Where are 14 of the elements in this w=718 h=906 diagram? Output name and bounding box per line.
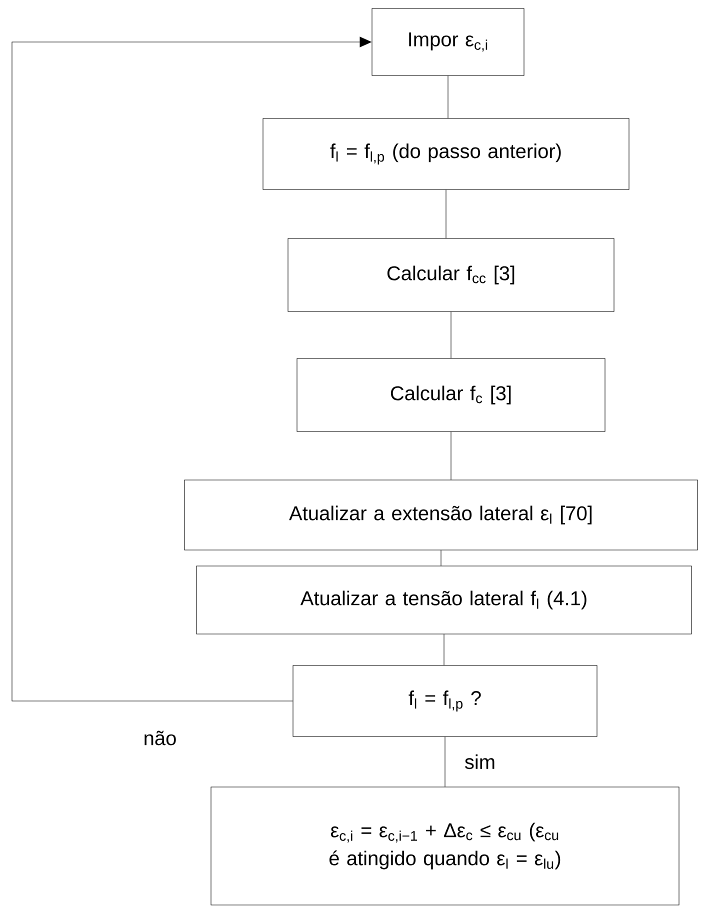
process-box: f$_{l}$ = f$_{l,p}$ ? bbox=[292, 665, 598, 737]
process-box: f$_{l}$ = f$_{l,p}$ (do passo anterior) bbox=[262, 118, 630, 190]
edge-label: sim bbox=[463, 753, 497, 770]
process-box: Calcular f$_{cc}$ [3] bbox=[288, 238, 614, 312]
process-box: Calcular f$_{c}$ [3] bbox=[296, 358, 606, 432]
edge-label: não bbox=[142, 729, 178, 747]
process-box: Atualizar a extensão lateral ε$_{l}$ [70] bbox=[184, 480, 698, 550]
connector bbox=[444, 736, 446, 787]
connector bbox=[450, 432, 452, 480]
process-box: Atualizar a tensão lateral f$_{l}$ (4.1) bbox=[196, 566, 692, 634]
connector bbox=[450, 312, 452, 358]
connector bbox=[440, 550, 442, 566]
process-box: Impor ε$_{c,i}$ bbox=[372, 8, 524, 76]
process-box: ε$_{c,i}$ = ε$_{c,i−1}$ + Δε$_{c}$ ≤ ε$_{cu}$ (ε$_{cu}$ é atingido quando ε$_{l}$ = ε$_{lu}$) bbox=[210, 786, 680, 906]
